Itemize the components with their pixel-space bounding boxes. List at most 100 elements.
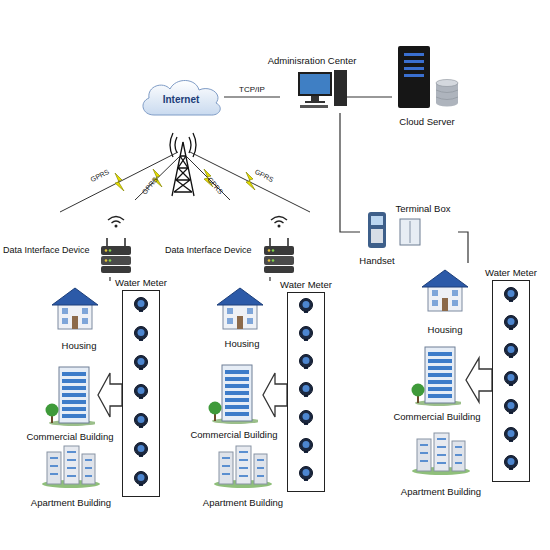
meter-column: Water Meter (122, 290, 160, 497)
connector-line (269, 277, 270, 281)
apartment-icon (214, 446, 272, 488)
gprs-line (135, 156, 180, 200)
link-label: GPRS (206, 176, 225, 196)
terminal-node: Terminal Box (388, 203, 458, 248)
device-node: Data Interface Device (3, 222, 133, 277)
gprs-line (186, 156, 230, 200)
radio-tower (170, 133, 196, 196)
block-arrow (98, 373, 122, 417)
node-label: Commercial Building (190, 429, 277, 440)
house-icon (422, 270, 468, 311)
meter-icon (505, 344, 518, 359)
gprs-line (190, 152, 310, 212)
handset-keys (371, 229, 383, 243)
monitor-stand (311, 96, 319, 101)
building-node: Commercial Building (205, 360, 263, 440)
server-icon (398, 46, 458, 108)
meter-icon (300, 355, 313, 370)
meter-icon (135, 414, 148, 429)
node-label: Handset (359, 255, 394, 266)
link-label: GPRS (141, 176, 160, 196)
wifi-symbol (108, 217, 124, 228)
building-node: Commercial Building (42, 362, 98, 442)
node-label: Terminal Box (396, 203, 451, 214)
node-label: Apartment Building (31, 497, 111, 508)
node-label: Apartment Building (401, 486, 481, 497)
block-arrow (263, 373, 287, 417)
monitor-base (305, 101, 325, 103)
terminal-box-body (400, 219, 420, 245)
handset-node: Handset (360, 208, 394, 266)
monitor (298, 72, 332, 96)
computer-icon (298, 70, 347, 108)
meter-icon (135, 385, 148, 400)
database-ring (436, 90, 458, 100)
node-label: Housing (428, 324, 463, 335)
block-arrow (466, 358, 492, 402)
server-slot (404, 53, 424, 56)
meter-icon (505, 372, 518, 387)
meter-icon (300, 411, 313, 426)
data-interface-icon (101, 238, 131, 273)
meter-icon (135, 298, 148, 313)
gprs-line (60, 152, 178, 212)
database-top (436, 80, 458, 87)
node-label: Cloud Server (399, 116, 454, 127)
meter-icon (135, 472, 148, 487)
server-slot (404, 67, 424, 70)
node-label: Water Meter (485, 267, 537, 278)
node-label: Commercial Building (26, 431, 113, 442)
device-node: Data Interface Device (165, 222, 296, 277)
meter-icon (300, 439, 313, 454)
building-node: Apartment Building (408, 425, 474, 497)
node-label: Water Meter (115, 277, 167, 288)
tower-brace (174, 156, 192, 192)
computer-node: Adminisration Center (280, 55, 344, 113)
meter-icon (505, 456, 518, 471)
house-icon (52, 288, 98, 329)
meter-icon (300, 383, 313, 398)
meter-icon (505, 428, 518, 443)
lightning-bolt (115, 173, 124, 191)
meter-icon (300, 467, 313, 482)
house-icon (217, 288, 263, 329)
node-label: Housing (62, 340, 97, 351)
meter-icon (135, 356, 148, 371)
building-node: Housing (210, 281, 274, 349)
server-slot (404, 60, 424, 63)
node-label: Data Interface Device (3, 244, 90, 255)
server-rack (398, 46, 430, 108)
meter-column: Water Meter (287, 292, 325, 492)
connector-line (109, 277, 110, 281)
cloud-node: Internet (138, 76, 224, 118)
connector-line (224, 96, 280, 97)
building-node: Apartment Building (210, 438, 276, 508)
node-label: Housing (225, 338, 260, 349)
office-icon (209, 365, 261, 424)
link-label: GPRS (253, 168, 274, 184)
node-label: Data Interface Device (165, 244, 252, 255)
meter-icon (505, 288, 518, 303)
pc-tower (334, 70, 347, 106)
terminal-box-icon (400, 219, 420, 245)
edge-label: TCP/IP (239, 85, 265, 95)
node-label: Internet (163, 94, 200, 105)
office-icon (412, 347, 464, 406)
meter-icon (135, 443, 148, 458)
terminal-box-door (410, 221, 411, 243)
meter-icon (300, 327, 313, 342)
node-label: Water Meter (280, 279, 332, 290)
meter-icon (505, 316, 518, 331)
connector-line (458, 232, 468, 263)
handset-body (368, 212, 386, 248)
handset-screen (371, 216, 383, 225)
meter-column: Water Meter (492, 280, 530, 482)
lightning-bolt (246, 172, 255, 190)
monitor-screen (300, 74, 330, 94)
meter-icon (300, 299, 313, 314)
building-node: Housing (45, 281, 113, 351)
node-label: Apartment Building (203, 497, 283, 508)
connector-line (340, 113, 360, 232)
link-label: GPRS (89, 168, 110, 184)
